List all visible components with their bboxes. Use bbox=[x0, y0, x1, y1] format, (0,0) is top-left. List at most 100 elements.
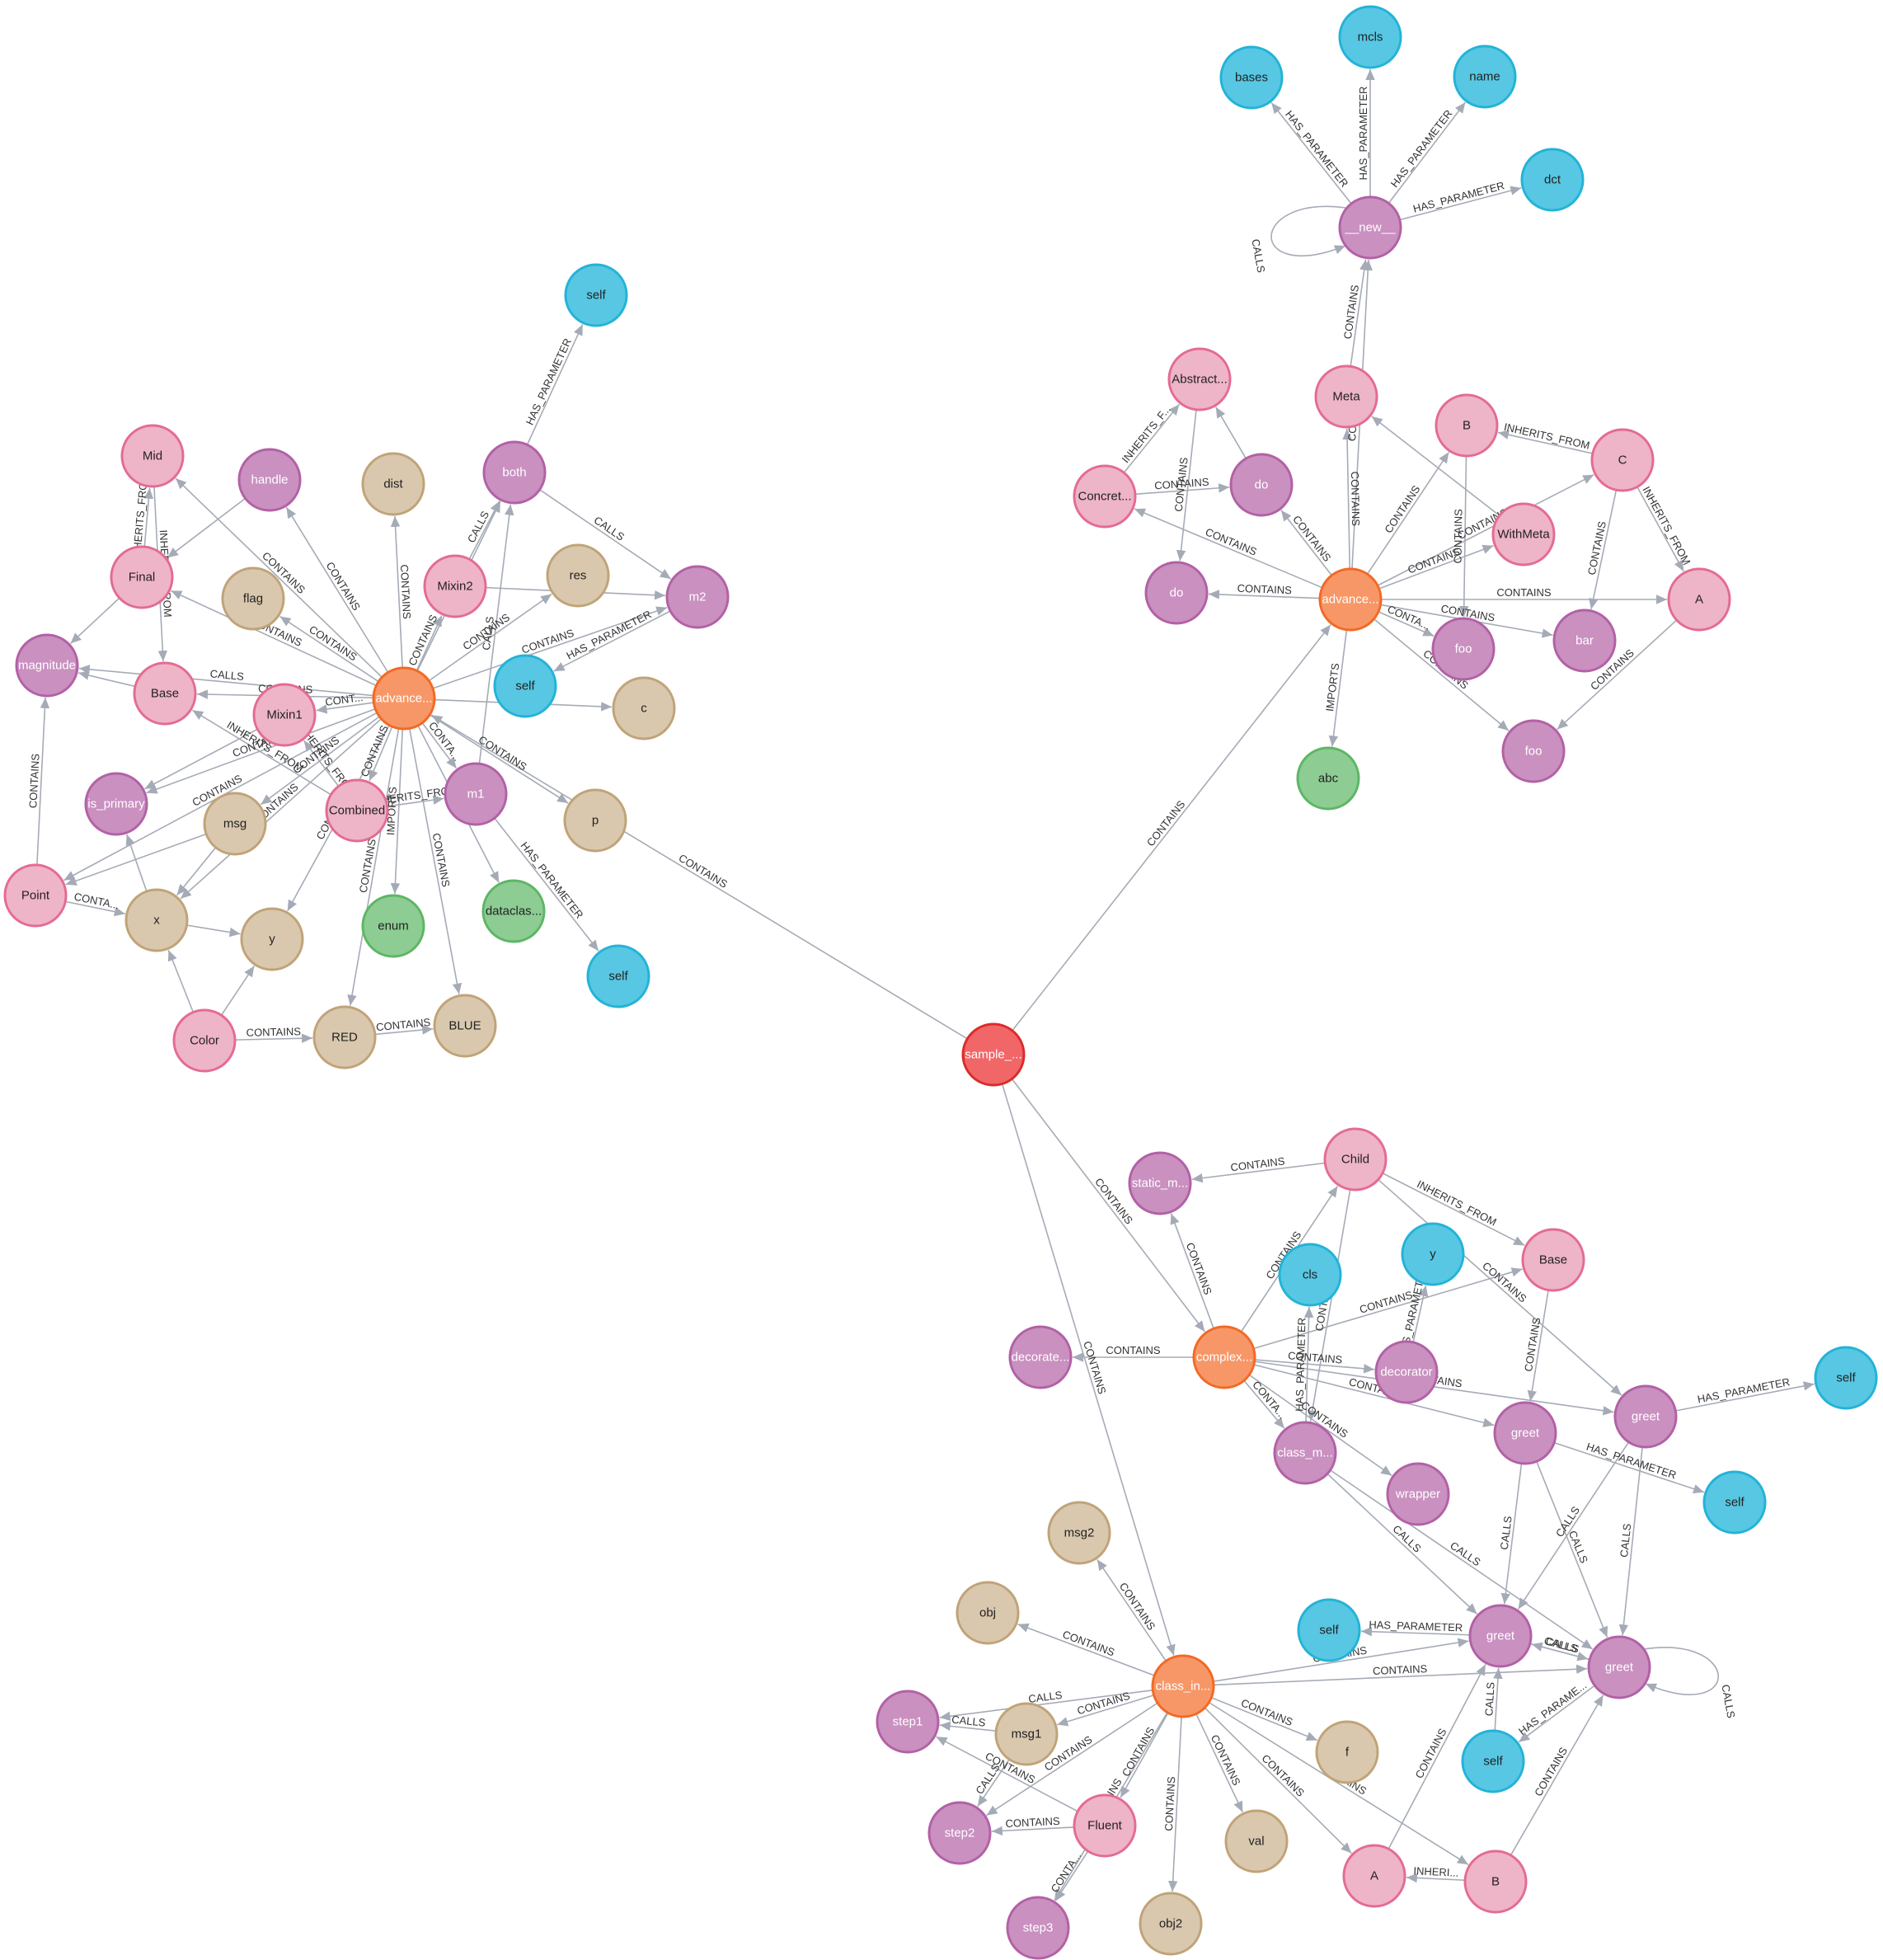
node-x[interactable]: x bbox=[124, 888, 189, 952]
node-val[interactable]: val bbox=[1224, 1809, 1289, 1873]
edge-f1-mixin1[interactable] bbox=[316, 702, 374, 714]
node-m1[interactable]: m1 bbox=[444, 762, 508, 826]
edge-f3-decorator[interactable] bbox=[1254, 1359, 1375, 1374]
edge-greet_b-greet_a[interactable] bbox=[1517, 1441, 1630, 1610]
node-circle[interactable] bbox=[1590, 428, 1655, 492]
edge-greet_c-self_greet_c[interactable] bbox=[1553, 1441, 1705, 1494]
node-circle[interactable] bbox=[1493, 1401, 1557, 1465]
node-obj2[interactable]: obj2 bbox=[1139, 1892, 1203, 1956]
edge-f4-greet_d[interactable] bbox=[1213, 1664, 1588, 1686]
node-circle[interactable] bbox=[240, 907, 304, 971]
node-circle[interactable] bbox=[133, 661, 197, 726]
edge-greet_d-greet_a[interactable] bbox=[1531, 1642, 1590, 1661]
edge-f1-m2[interactable] bbox=[432, 606, 668, 689]
node-circle[interactable] bbox=[84, 772, 148, 836]
node-circle[interactable] bbox=[325, 778, 389, 843]
edge-handle-final[interactable] bbox=[167, 497, 247, 559]
self-loop-greet_d[interactable] bbox=[1643, 1647, 1719, 1695]
edge-f2-concrete[interactable] bbox=[1134, 508, 1323, 589]
node-circle[interactable] bbox=[1151, 1654, 1215, 1718]
edge-class_m-greet_d[interactable] bbox=[1330, 1469, 1594, 1650]
edge-f4-msg2[interactable] bbox=[1096, 1558, 1167, 1662]
node-is_primary[interactable]: is_primary bbox=[84, 772, 148, 836]
edge-c2-a2[interactable] bbox=[1636, 486, 1684, 572]
edge-self_greet_d-greet_a[interactable] bbox=[1493, 1667, 1503, 1732]
node-obj[interactable]: obj bbox=[956, 1581, 1020, 1645]
node-circle[interactable] bbox=[312, 1005, 377, 1069]
node-self_m2[interactable]: self bbox=[493, 654, 557, 718]
node-y1[interactable]: y bbox=[240, 907, 304, 971]
self-loop-new[interactable] bbox=[1270, 205, 1346, 256]
node-circle[interactable] bbox=[1552, 609, 1617, 673]
edge-f4-a4[interactable] bbox=[1204, 1707, 1352, 1854]
node-circle[interactable] bbox=[564, 263, 628, 327]
edge-f4-b4[interactable] bbox=[1208, 1701, 1469, 1866]
node-circle[interactable] bbox=[1273, 1421, 1337, 1485]
node-circle[interactable] bbox=[1229, 453, 1294, 517]
node-circle[interactable] bbox=[586, 944, 650, 1008]
node-base3[interactable]: Base bbox=[1521, 1228, 1585, 1292]
edge-greet_a-self_greet_a[interactable] bbox=[1360, 1626, 1471, 1637]
node-foo2[interactable]: foo bbox=[1501, 719, 1566, 783]
edge-c2-bar[interactable] bbox=[1589, 490, 1618, 609]
edge-x-y1[interactable] bbox=[186, 924, 241, 938]
node-abstract[interactable]: Abstract... bbox=[1167, 347, 1232, 411]
node-bar[interactable]: bar bbox=[1552, 609, 1617, 673]
edge-greet_b-greet_d[interactable] bbox=[1618, 1446, 1643, 1636]
edge-root-f1[interactable] bbox=[430, 714, 968, 1040]
node-f2[interactable]: advance... bbox=[1318, 567, 1383, 632]
edge-f2-meta[interactable] bbox=[1342, 428, 1352, 570]
node-self_both[interactable]: self bbox=[564, 263, 628, 327]
edge-both-m2[interactable] bbox=[539, 489, 672, 580]
node-circle[interactable] bbox=[665, 565, 730, 629]
node-circle[interactable] bbox=[546, 543, 610, 608]
node-f1[interactable]: advance... bbox=[372, 666, 436, 731]
edge-base3-greet_c[interactable] bbox=[1527, 1290, 1549, 1402]
edge-fluent-step1[interactable] bbox=[936, 1736, 1078, 1812]
node-a2[interactable]: A bbox=[1667, 567, 1731, 632]
edge-greet_c-greet_d[interactable] bbox=[1536, 1461, 1608, 1638]
node-point[interactable]: Point bbox=[3, 863, 68, 928]
edge-f4-step2[interactable] bbox=[986, 1702, 1158, 1817]
edge-f2-do1[interactable] bbox=[1280, 510, 1332, 576]
node-c2[interactable]: C bbox=[1590, 428, 1655, 492]
edge-msg1a-x[interactable] bbox=[176, 847, 217, 896]
node-do1[interactable]: do bbox=[1229, 453, 1294, 517]
node-self_m1[interactable]: self bbox=[586, 944, 650, 1008]
node-dct[interactable]: dct bbox=[1520, 148, 1585, 212]
node-c1[interactable]: c bbox=[612, 676, 676, 740]
node-withmeta[interactable]: WithMeta bbox=[1491, 502, 1556, 566]
edge-f3-static_m[interactable] bbox=[1170, 1213, 1214, 1329]
edge-f1-final[interactable] bbox=[171, 590, 377, 687]
edge-f1-flag[interactable] bbox=[279, 615, 379, 683]
node-dataclass[interactable]: dataclas... bbox=[481, 879, 546, 943]
node-final[interactable]: Final bbox=[110, 545, 174, 609]
node-static_m[interactable]: static_m... bbox=[1128, 1151, 1192, 1215]
edge-new-name[interactable] bbox=[1388, 101, 1467, 204]
edge-msg1-step2[interactable] bbox=[977, 1759, 1010, 1807]
node-circle[interactable] bbox=[956, 1581, 1020, 1645]
edge-m1-both[interactable] bbox=[478, 504, 514, 764]
edge-child-class_m[interactable] bbox=[1308, 1189, 1351, 1422]
edge-greet_d-self_greet_d[interactable] bbox=[1518, 1685, 1595, 1743]
node-circle[interactable] bbox=[1338, 5, 1402, 69]
edge-x-is_primary[interactable] bbox=[125, 834, 148, 892]
node-both[interactable]: both bbox=[482, 440, 547, 505]
node-circle[interactable] bbox=[482, 440, 547, 505]
node-circle[interactable] bbox=[1520, 148, 1585, 212]
node-cls[interactable]: cls bbox=[1278, 1243, 1342, 1307]
node-circle[interactable] bbox=[1521, 1228, 1585, 1292]
node-circle[interactable] bbox=[1613, 1384, 1678, 1449]
node-circle[interactable] bbox=[1314, 364, 1378, 429]
node-res[interactable]: res bbox=[546, 543, 610, 608]
node-circle[interactable] bbox=[1297, 1598, 1361, 1662]
node-circle[interactable] bbox=[1167, 347, 1232, 411]
node-circle[interactable] bbox=[1318, 567, 1383, 632]
node-concrete[interactable]: Concret... bbox=[1073, 464, 1137, 529]
edge-f1-enum[interactable] bbox=[390, 728, 404, 895]
edge-root-f2[interactable] bbox=[1012, 624, 1331, 1032]
edge-abstract-do2[interactable] bbox=[1176, 409, 1197, 562]
node-step1[interactable]: step1 bbox=[876, 1690, 940, 1754]
edge-point-x[interactable] bbox=[65, 900, 125, 917]
